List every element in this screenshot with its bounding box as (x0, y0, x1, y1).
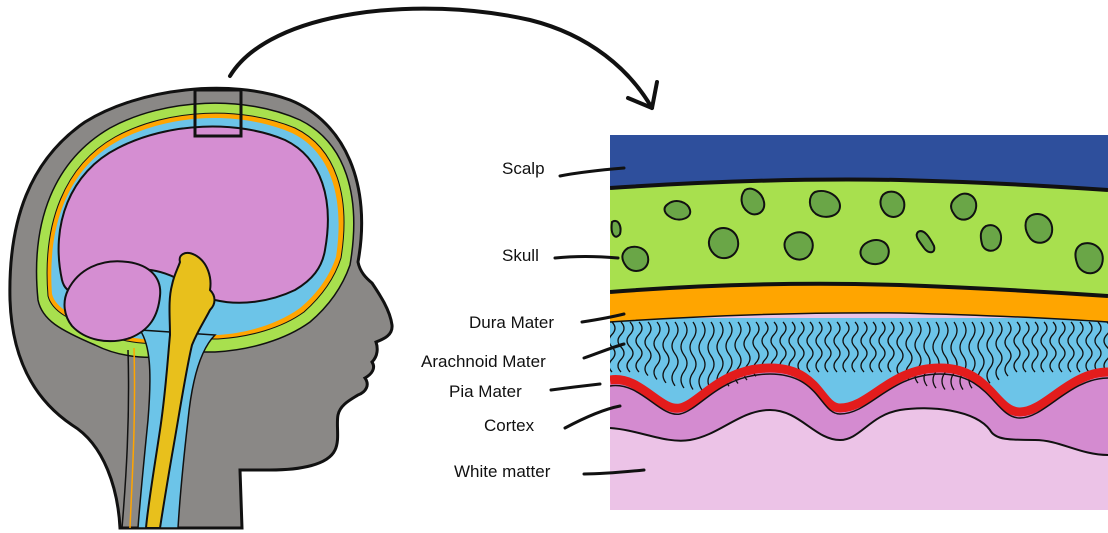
head-illustration (10, 88, 392, 528)
label-cortex: Cortex (484, 416, 534, 436)
zoom-arrow (230, 9, 652, 108)
label-arachnoid-mater: Arachnoid Mater (421, 352, 546, 372)
label-pia-mater: Pia Mater (449, 382, 522, 402)
cross-section (609, 135, 1108, 510)
label-scalp: Scalp (502, 159, 545, 179)
label-dura-mater: Dura Mater (469, 313, 554, 333)
label-skull: Skull (502, 246, 539, 266)
label-white-matter: White matter (454, 462, 550, 482)
pointer-pia (551, 384, 600, 390)
pointer-skull (555, 257, 618, 259)
